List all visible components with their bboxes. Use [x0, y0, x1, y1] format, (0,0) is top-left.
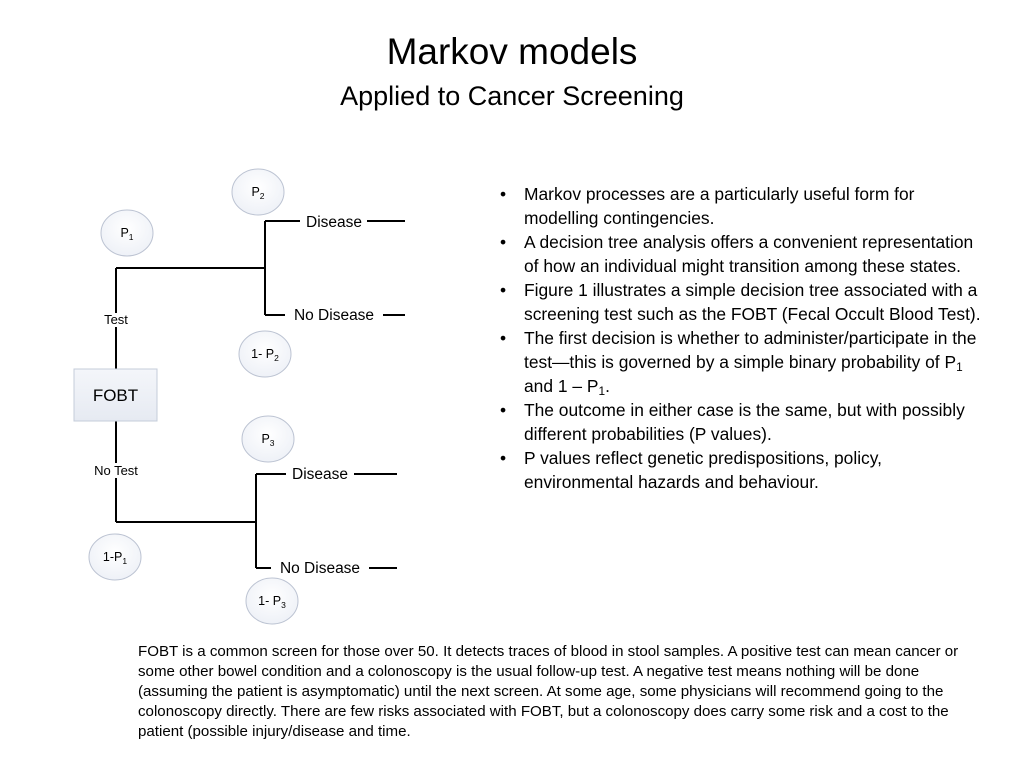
probability-label-one-minus-p3: 1- P3 [258, 594, 286, 610]
bullet-item: The outcome in either case is the same, … [497, 398, 987, 446]
slide-title: Markov models [386, 31, 638, 72]
outcome-label-disease-lower: Disease [292, 466, 348, 483]
outcome-label-no-disease-upper: No Disease [294, 307, 374, 324]
probability-bubble-one-minus-p3 [245, 577, 299, 625]
probability-label-p3: P3 [261, 432, 274, 448]
bullet-item: P values reflect genetic predispositions… [497, 446, 987, 494]
probability-bubble-one-minus-p1 [88, 533, 142, 581]
probability-label-p1: P1 [120, 226, 133, 242]
root-node-label: FOBT [93, 386, 138, 405]
outcome-label-disease-upper: Disease [306, 214, 362, 231]
bullet-item: The first decision is whether to adminis… [497, 326, 987, 398]
branch-label-no-test: No Test [94, 463, 138, 478]
probability-label-one-minus-p2: 1- P2 [251, 347, 279, 363]
probability-bubble-p3 [241, 415, 295, 463]
branch-label-test: Test [104, 312, 128, 327]
bullet-item: A decision tree analysis offers a conven… [497, 230, 987, 278]
probability-label-one-minus-p1: 1-P1 [103, 550, 127, 566]
probability-bubble-p2 [231, 168, 285, 216]
bullet-item: Markov processes are a particularly usef… [497, 182, 987, 230]
probability-label-p2: P2 [251, 185, 264, 201]
bullet-list: Markov processes are a particularly usef… [497, 182, 987, 494]
slide-subtitle: Applied to Cancer Screening [340, 81, 684, 111]
outcome-label-no-disease-lower: No Disease [280, 560, 360, 577]
caption-text: FOBT is a common screen for those over 5… [138, 643, 959, 740]
probability-bubble-one-minus-p2 [238, 330, 292, 378]
bullet-item: Figure 1 illustrates a simple decision t… [497, 278, 987, 326]
root-node-box [73, 368, 158, 422]
tree-lines [115, 220, 405, 569]
probability-bubble-p1 [100, 209, 154, 257]
